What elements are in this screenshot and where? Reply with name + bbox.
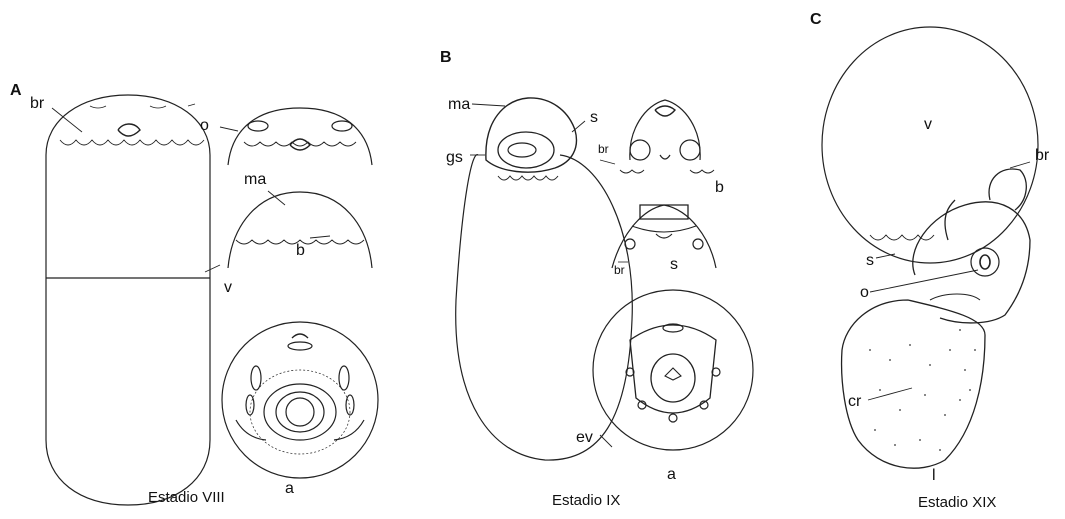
label-b-s: s [590,110,598,126]
leader-a-br [52,108,82,132]
label-a-o: o [200,118,209,134]
label-a-ma: ma [244,172,266,188]
label-b-br2: br [614,264,625,276]
leader-a-o [220,127,238,131]
label-b-ev: ev [576,430,593,446]
egg-a-outline [46,95,210,505]
leader-b-ma [472,104,505,106]
label-b-s2: s [670,257,678,273]
yolk-sac-v [822,27,1038,263]
leader-b-ev [600,435,612,447]
detail-a-top [228,108,372,165]
egg-a-scallops [60,140,204,145]
caption-b: Estadio IX [552,493,620,509]
label-c-l: l [932,468,936,484]
label-c-br: br [1035,148,1049,164]
label-b-br1: br [598,143,609,155]
body-stipple [869,329,976,451]
caption-a: Estadio VIII [148,490,225,506]
label-a-br: br [30,96,44,112]
label-c-s: s [866,253,874,269]
panel-label-c: C [810,12,822,28]
label-c-o: o [860,285,869,301]
label-b-a: a [667,467,676,483]
detail-b-bview [612,205,716,268]
detail-a-circle [222,322,378,478]
body-cr [842,300,985,468]
panel-label-a: A [10,83,22,99]
caption-c: Estadio XIX [918,495,996,511]
label-b-ma: ma [448,97,470,113]
label-a-b: b [296,243,305,259]
leader-a-v [205,265,220,272]
label-a-v: v [224,280,232,296]
label-c-cr: cr [848,394,861,410]
leader-c-br [1010,162,1030,168]
panel-label-b: B [440,50,452,66]
detail-b-circle [593,290,753,450]
label-a-a: a [285,481,294,497]
leader-c-o [870,270,978,292]
label-b-b: b [715,180,724,196]
detail-b-top [600,100,714,173]
label-c-v: v [924,117,932,133]
label-b-gs: gs [446,150,463,166]
egg-a-mouth [118,124,140,136]
leader-c-cr [868,388,912,400]
